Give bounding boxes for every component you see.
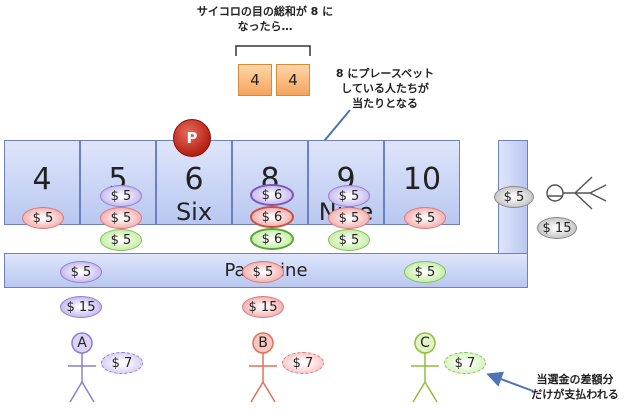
chip-box5-purple: $ 5 [100,185,142,207]
dice-sum-note-line1: サイコロの目の総和が 8 に [196,5,334,18]
chip-box8-purple: $ 6 [250,184,294,206]
chip-pass-a: $ 5 [60,261,102,283]
chip-pass-c: $ 5 [404,261,446,283]
place-bet-note: 8 にプレースベット している人たちが 当たりとなる [325,66,445,111]
player-b-figure [249,332,277,403]
chip-dealer-total: $ 15 [537,217,577,239]
chip-b-win: $ 7 [282,352,324,374]
chip-a-win: $ 7 [101,352,143,374]
chip-box4-red: $ 5 [22,207,64,229]
dealer-icon [546,176,607,210]
place-box-4-number: 4 [32,162,52,197]
die-2: 4 [276,64,310,96]
chip-box9-green: $ 5 [328,229,370,251]
chip-dealer: $ 5 [494,186,534,208]
chip-box8-red: $ 6 [250,206,294,228]
chip-box5-green: $ 5 [100,229,142,251]
chip-pass-b: $ 5 [242,261,284,283]
place-bet-note-line1: 8 にプレースベット [335,67,435,80]
chip-b-total: $ 15 [242,296,284,318]
dice-sum-note-line2: なったら… [237,20,293,33]
chip-a-total: $ 15 [60,296,102,318]
chip-box9-red: $ 5 [328,207,370,229]
chip-c-win: $ 7 [444,352,486,374]
puck-marker: P [173,119,211,157]
player-c-label: C [420,335,430,351]
payout-note-line2: だけが支払われる [531,388,619,401]
payout-arrow [486,371,534,392]
dice-sum-note: サイコロの目の総和が 8 に なったら… [190,4,340,34]
dice-bracket [235,45,311,56]
place-box-10-number: 10 [402,162,442,197]
place-box-6-number: 6 [184,162,204,197]
place-box-6-word: Six [175,198,213,226]
player-c-figure [411,332,439,403]
payout-note-line1: 当選金の差額分 [536,373,614,386]
die-1: 4 [238,64,272,96]
chip-box5-red: $ 5 [100,207,142,229]
chip-box8-green: $ 6 [250,228,294,250]
chip-box10-red: $ 5 [404,207,446,229]
place-bet-note-line2: している人たちが [341,82,429,95]
chip-box9-purple: $ 5 [328,185,370,207]
player-b-label: B [258,335,268,351]
payout-note: 当選金の差額分 だけが支払われる [520,372,630,402]
place-bet-note-line3: 当たりとなる [352,97,418,110]
player-a-figure [68,332,96,403]
player-a-label: A [77,335,87,351]
place-box-10[interactable]: 10 [384,140,460,225]
